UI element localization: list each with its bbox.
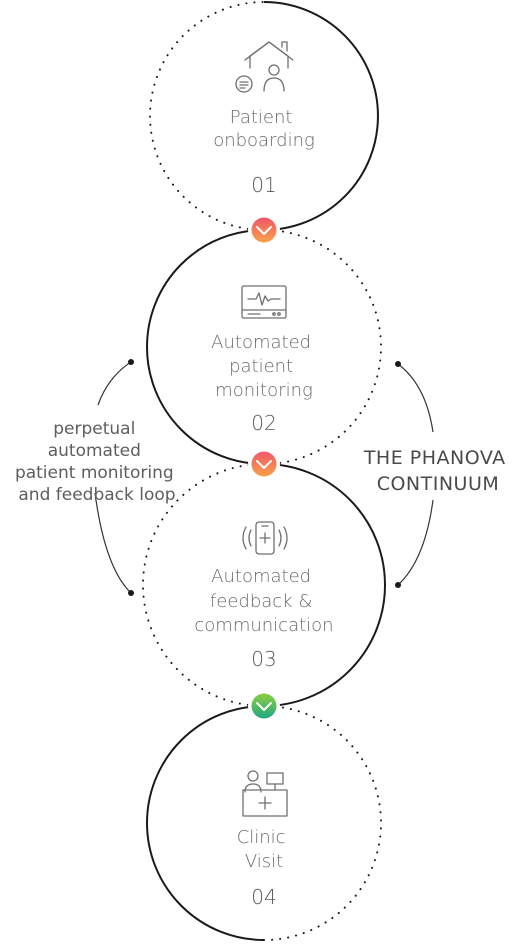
chevron-down-icon	[256, 226, 272, 235]
stage-1-label-line-1: Patient	[230, 107, 293, 128]
stage-3-dotted-arc	[142, 463, 265, 707]
loop-label: perpetual automated patient monitoring a…	[15, 419, 179, 505]
stage-2-solid-arc	[146, 229, 265, 465]
continuum-arc-right-bottom	[397, 499, 434, 586]
loop-arc-left-top	[97, 361, 132, 406]
connector-2-chevron-button	[248, 448, 280, 480]
phone-signal-icon	[242, 521, 288, 555]
stage-1-label-line-2: onboarding	[213, 130, 315, 151]
chevron-down-icon	[256, 460, 272, 469]
stage-2-label-line-2: patient	[229, 356, 293, 377]
stage-3-label-line-1: Automated	[211, 566, 311, 587]
stage-3-label: Automated feedback & communication	[194, 566, 333, 636]
loop-arc-left-bottom	[94, 492, 132, 594]
connector-3-chevron-button	[248, 690, 280, 722]
chevron-down-icon	[256, 702, 272, 711]
stage-3-label-line-2: feedback &	[210, 591, 312, 612]
continuum-arc-right-top-dot	[395, 361, 401, 367]
stage-3-label-line-3: communication	[194, 615, 333, 636]
stage-4-dotted-arc	[263, 705, 382, 941]
stage-2-label-line-1: Automated	[211, 332, 311, 353]
connector-1-chevron-button	[248, 214, 280, 246]
stage-4-solid-arc	[146, 705, 265, 941]
loop-label-line-4: and feedback loop	[18, 485, 175, 505]
stage-2-number: 02	[251, 411, 276, 435]
stage-3-number: 03	[251, 647, 276, 671]
stage-3-solid-arc	[263, 463, 386, 707]
stage-1-number: 01	[251, 173, 276, 197]
loop-arc-left-top-dot	[128, 359, 134, 365]
continuum-label-line-1: THE PHANOVA	[363, 447, 506, 469]
stage-2-label-line-3: monitoring	[215, 380, 313, 401]
loop-arc-left-bottom-dot	[128, 590, 134, 596]
stage-4-number: 04	[251, 885, 276, 909]
continuum-arc-right-bottom-dot	[395, 582, 401, 588]
continuum-arc-right-top	[397, 363, 434, 433]
loop-label-line-3: patient monitoring	[15, 463, 174, 483]
stage-1-solid-arc	[263, 1, 379, 231]
loop-label-line-1: perpetual	[53, 419, 135, 439]
stage-4-label-line-2: Visit	[245, 851, 283, 872]
stage-1-dotted-arc	[149, 1, 265, 231]
house-patient-icon	[235, 41, 294, 93]
loop-label-line-2: automated	[48, 441, 141, 461]
stage-2-label: Automated patient monitoring	[211, 332, 317, 401]
stage-1-label: Patient onboarding	[213, 107, 315, 151]
continuum-label-line-2: CONTINUUM	[377, 473, 500, 495]
stage-4-label-line-1: Clinic	[237, 827, 286, 848]
stage-4-label: Clinic Visit	[237, 827, 292, 872]
continuum-label: THE PHANOVA CONTINUUM	[363, 447, 512, 495]
clinic-desk-icon	[242, 770, 288, 817]
monitor-icon	[241, 285, 287, 319]
